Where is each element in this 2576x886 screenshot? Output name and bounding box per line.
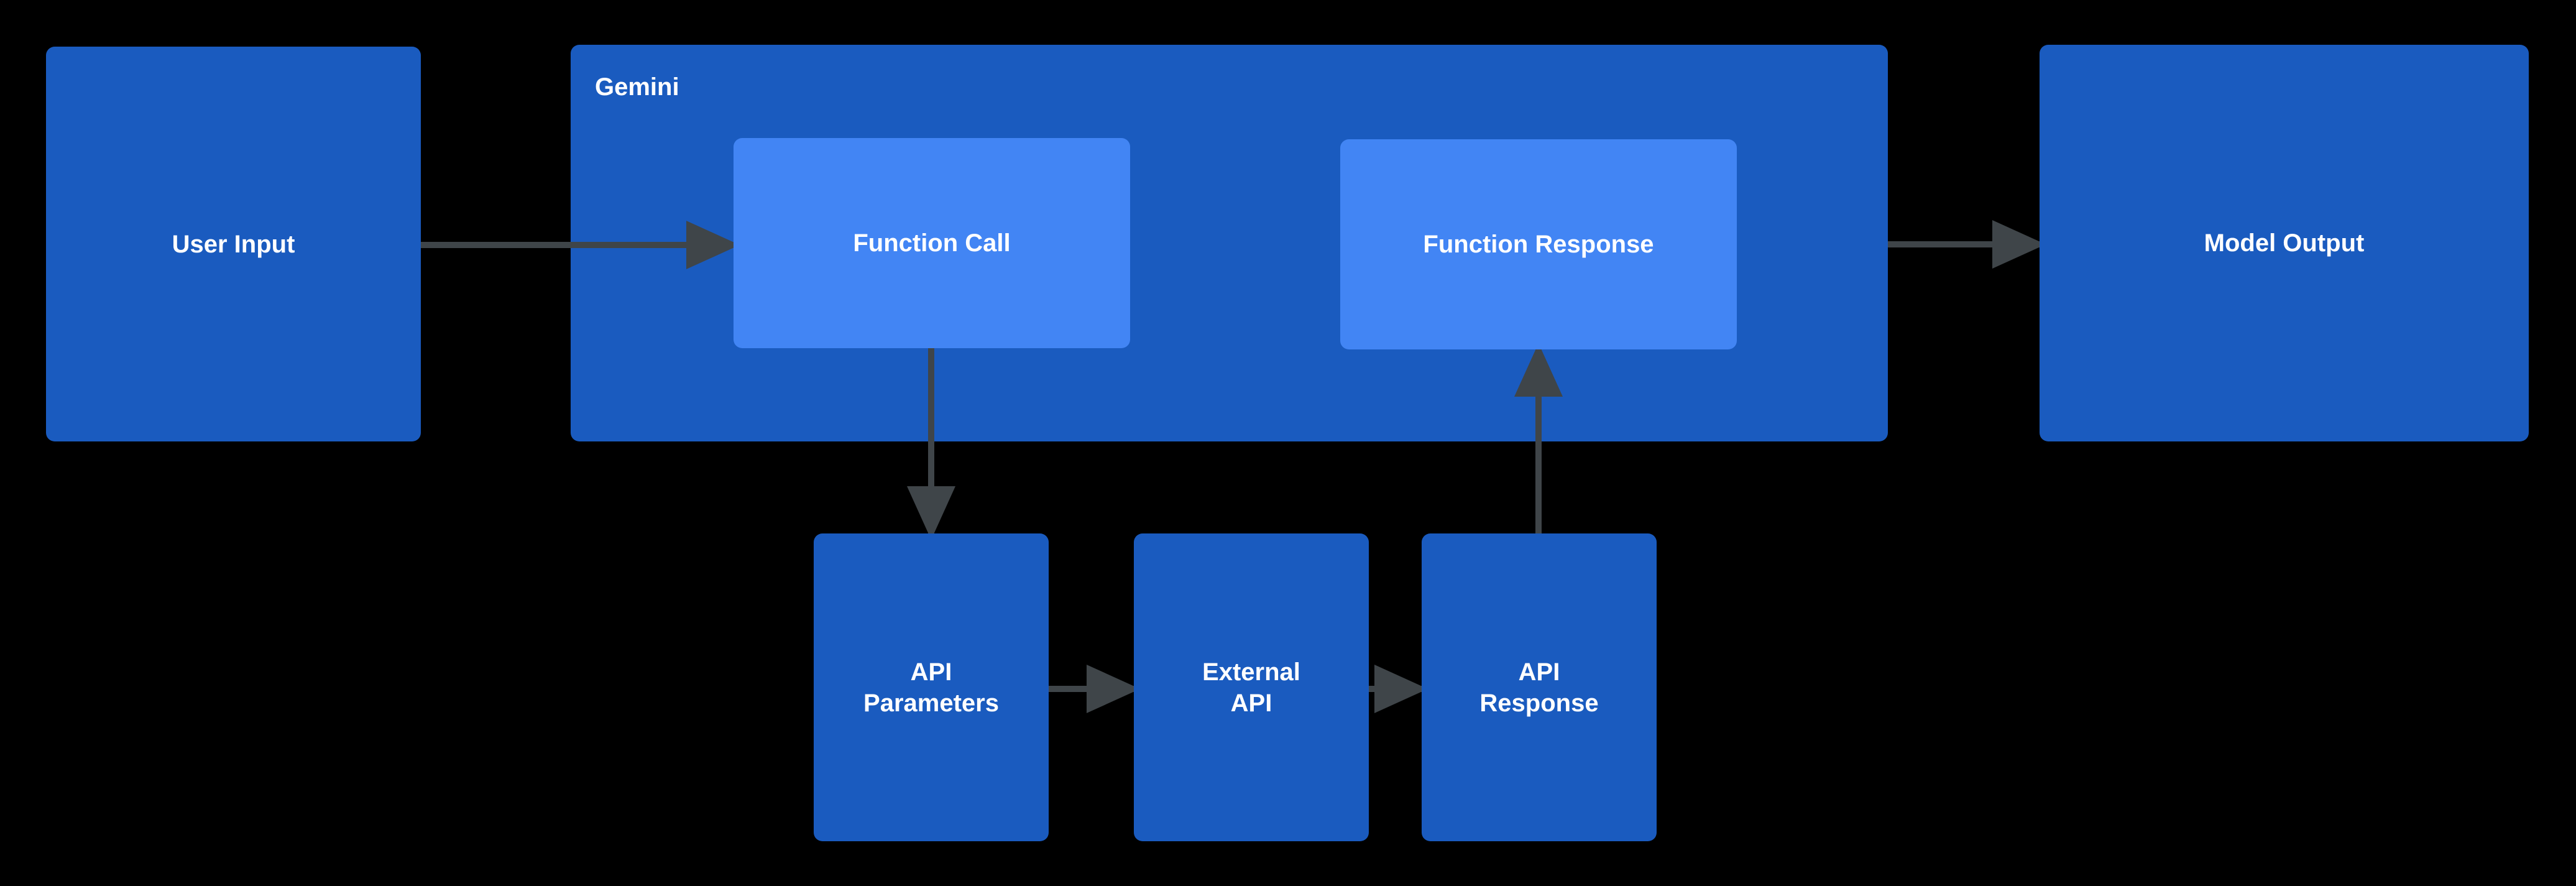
node-external-api[interactable]: External API — [1134, 533, 1369, 841]
node-api-response-label: API Response — [1479, 658, 1599, 717]
node-api-parameters-label: API Parameters — [863, 658, 999, 717]
node-function-response-label: Function Response — [1423, 231, 1654, 258]
node-function-response[interactable]: Function Response — [1340, 139, 1737, 349]
node-user-input[interactable]: User Input — [46, 47, 421, 441]
node-function-call-label: Function Call — [853, 229, 1011, 257]
node-user-input-label: User Input — [172, 230, 295, 258]
node-function-call[interactable]: Function Call — [734, 138, 1130, 348]
node-model-output-label: Model Output — [2204, 229, 2365, 257]
node-external-api-label: External API — [1202, 658, 1300, 717]
gemini-group-label: Gemini — [595, 73, 679, 101]
node-model-output[interactable]: Model Output — [2040, 45, 2529, 441]
node-api-response[interactable]: API Response — [1422, 533, 1657, 841]
node-api-parameters[interactable]: API Parameters — [814, 533, 1049, 841]
